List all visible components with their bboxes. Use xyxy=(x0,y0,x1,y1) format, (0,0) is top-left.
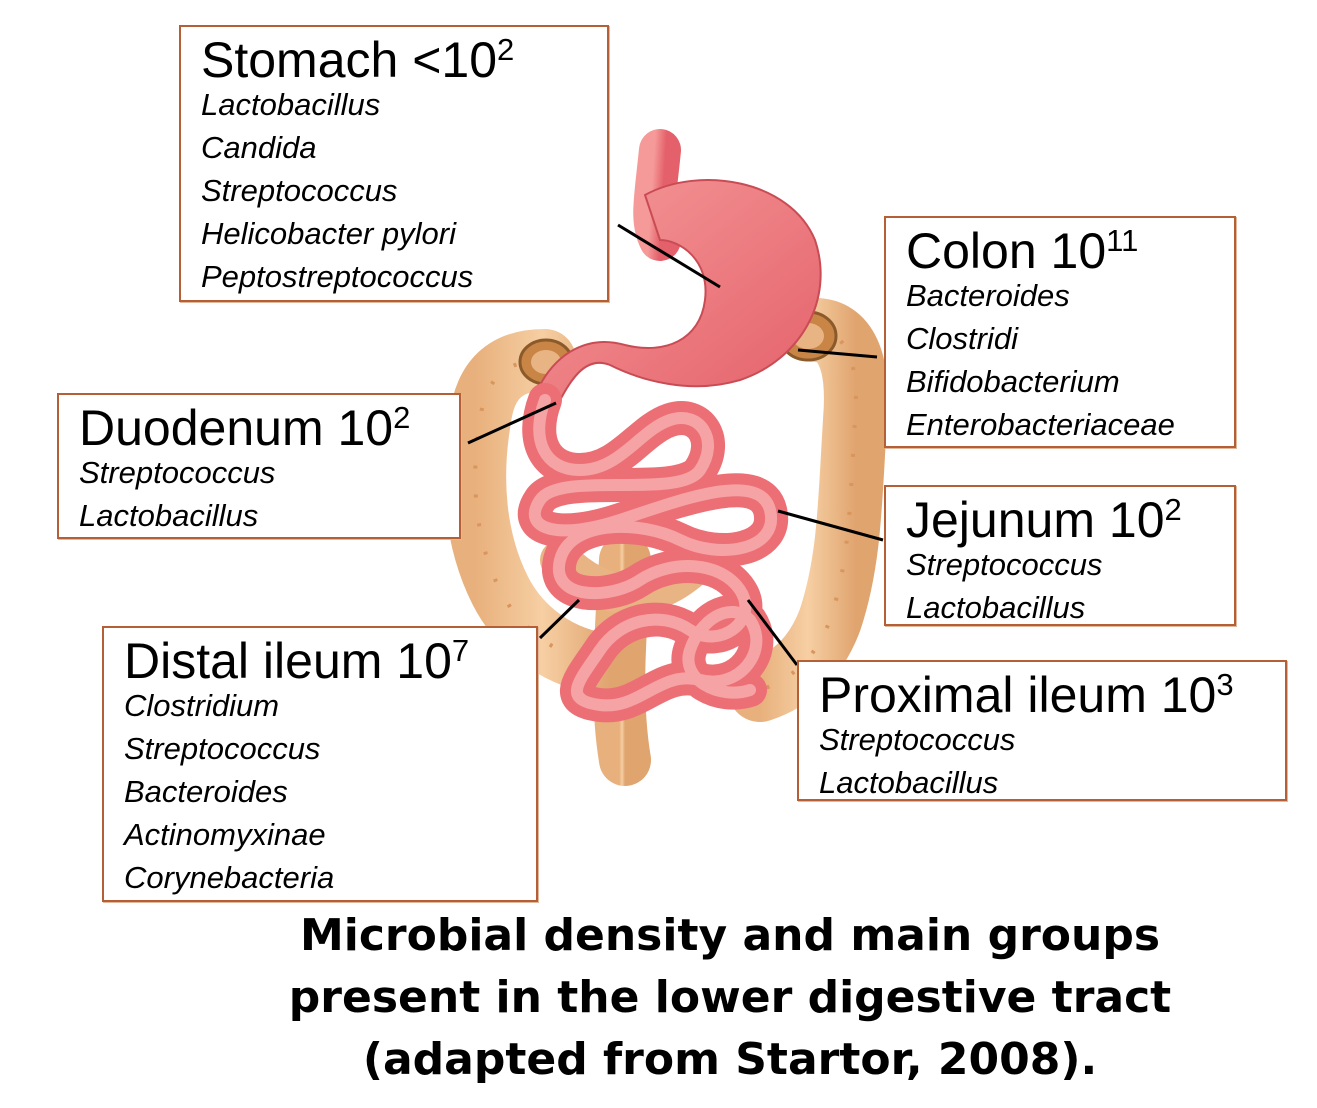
organism-item: Lactobacillus xyxy=(201,83,595,126)
label-title-distal-ileum: Distal ileum 107 xyxy=(124,638,524,684)
organism-item: Helicobacter pylori xyxy=(201,212,595,255)
organism-list: Streptococcus Lactobacillus xyxy=(79,451,447,537)
label-box-colon: Colon 1011 Bacteroides Clostridi Bifidob… xyxy=(884,216,1236,448)
organism-item: Lactobacillus xyxy=(906,586,1222,629)
figure-caption: Microbial density and main groups presen… xyxy=(170,905,1290,1091)
organism-item: Lactobacillus xyxy=(79,494,447,537)
organism-item: Corynebacteria xyxy=(124,856,524,899)
organism-list: Clostridium Streptococcus Bacteroides Ac… xyxy=(124,684,524,899)
organism-item: Actinomyxinae xyxy=(124,813,524,856)
label-box-stomach: Stomach <102 Lactobacillus Candida Strep… xyxy=(179,25,609,302)
organism-item: Peptostreptococcus xyxy=(201,255,595,298)
organism-item: Bacteroides xyxy=(906,274,1222,317)
organism-item: Streptococcus xyxy=(79,451,447,494)
label-box-distal-ileum: Distal ileum 107 Clostridium Streptococc… xyxy=(102,626,538,902)
organism-item: Bacteroides xyxy=(124,770,524,813)
label-title-proximal-ileum: Proximal ileum 103 xyxy=(819,672,1273,718)
caption-line: (adapted from Startor, 2008). xyxy=(170,1029,1290,1091)
density-exponent: 2 xyxy=(497,32,514,67)
caption-line: Microbial density and main groups xyxy=(170,905,1290,967)
organism-item: Clostridium xyxy=(124,684,524,727)
label-title-colon: Colon 1011 xyxy=(906,228,1222,274)
organism-list: Bacteroides Clostridi Bifidobacterium En… xyxy=(906,274,1222,446)
label-title-duodenum: Duodenum 102 xyxy=(79,405,447,451)
organism-item: Streptococcus xyxy=(124,727,524,770)
organism-item: Enterobacteriaceae xyxy=(906,403,1222,446)
organism-item: Streptococcus xyxy=(819,718,1273,761)
density-exponent: 2 xyxy=(393,400,410,435)
organism-item: Lactobacillus xyxy=(819,761,1273,804)
organism-list: Streptococcus Lactobacillus xyxy=(819,718,1273,804)
organism-item: Streptococcus xyxy=(201,169,595,212)
density-exponent: 11 xyxy=(1106,223,1138,258)
density-exponent: 3 xyxy=(1216,667,1233,702)
label-box-proximal-ileum: Proximal ileum 103 Streptococcus Lactoba… xyxy=(797,660,1287,801)
organism-item: Candida xyxy=(201,126,595,169)
organism-item: Bifidobacterium xyxy=(906,360,1222,403)
label-title-jejunum: Jejunum 102 xyxy=(906,497,1222,543)
label-box-jejunum: Jejunum 102 Streptococcus Lactobacillus xyxy=(884,485,1236,626)
organism-list: Streptococcus Lactobacillus xyxy=(906,543,1222,629)
density-exponent: 7 xyxy=(452,633,469,668)
label-box-duodenum: Duodenum 102 Streptococcus Lactobacillus xyxy=(57,393,461,539)
density-exponent: 2 xyxy=(1165,492,1182,527)
caption-line: present in the lower digestive tract xyxy=(170,967,1290,1029)
organism-list: Lactobacillus Candida Streptococcus Heli… xyxy=(201,83,595,298)
organism-item: Streptococcus xyxy=(906,543,1222,586)
label-title-stomach: Stomach <102 xyxy=(201,37,595,83)
organism-item: Clostridi xyxy=(906,317,1222,360)
